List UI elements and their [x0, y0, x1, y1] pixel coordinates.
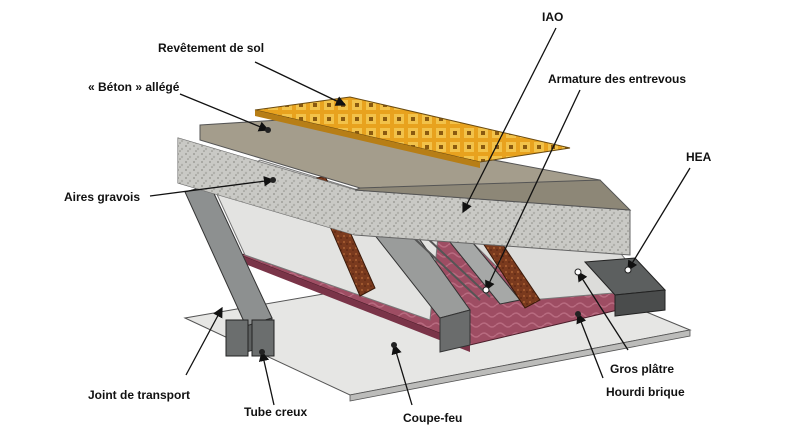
beton-allege-layer: [199, 119, 632, 211]
arrow-joint: [185, 306, 223, 376]
label-joint: Joint de transport: [88, 388, 191, 402]
label-armature: Armature des entrevous: [548, 72, 687, 86]
label-hea: HEA: [686, 150, 712, 164]
label-beton: « Béton » allégé: [88, 80, 180, 94]
arrow-tube: [258, 350, 275, 406]
arrow-beton: [179, 93, 270, 132]
label-aires: Aires gravois: [64, 190, 141, 204]
arrow-aires: [149, 176, 275, 197]
label-revetement: Revêtement de sol: [158, 41, 265, 55]
arrow-gros: [577, 270, 629, 351]
arrow-coupefeu: [391, 343, 413, 406]
arrow-iao: [462, 27, 557, 214]
revetement-de-sol-layer: [254, 96, 571, 168]
label-coupefeu: Coupe-feu: [403, 411, 463, 425]
arrow-hea: [627, 167, 691, 272]
label-tube: Tube creux: [244, 405, 308, 419]
arrow-revetement: [254, 61, 347, 106]
label-iao: IAO: [542, 10, 564, 24]
target-dots: [259, 127, 632, 355]
arrow-armature: [485, 89, 581, 292]
arrow-hourdi: [576, 312, 604, 379]
leader-arrows: [149, 27, 691, 406]
joint-de-transport-beam: [184, 184, 275, 357]
label-gros: Gros plâtre: [610, 362, 675, 376]
hea-beam: [583, 257, 667, 317]
label-hourdi: Hourdi brique: [606, 385, 685, 399]
